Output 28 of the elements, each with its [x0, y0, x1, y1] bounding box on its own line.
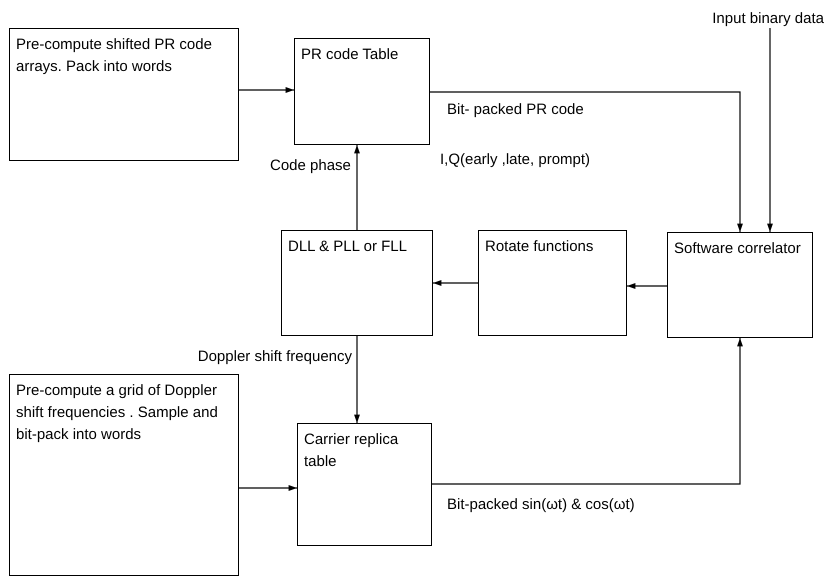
arrow — [239, 485, 297, 491]
arrow — [239, 87, 294, 93]
box-label: Pre-compute shifted PR code arrays. Pack into words — [16, 35, 213, 77]
box-label: Carrier replica table — [304, 430, 400, 472]
arrow — [433, 280, 478, 286]
process-box — [9, 374, 239, 576]
signal-label: I,Q(early ,late, prompt) — [440, 150, 590, 170]
input-label: Input binary data — [711, 9, 824, 29]
box-label: Pre-compute a grid of Doppler shift frequencies . Sample and bit-pack into words — [16, 381, 219, 444]
arrow — [354, 145, 360, 230]
edge-label: Bit-packed sin(ωt) & cos(ωt) — [447, 495, 635, 514]
process-box — [294, 38, 430, 145]
process-box — [478, 230, 627, 336]
box-label: PR code Table — [301, 45, 400, 65]
arrow — [767, 28, 773, 232]
process-box — [281, 230, 433, 336]
arrow — [354, 336, 360, 423]
arrow — [432, 338, 743, 485]
edge-label: Code phase — [270, 156, 350, 176]
process-box — [9, 28, 239, 161]
arrow — [627, 283, 667, 289]
process-box — [667, 232, 813, 338]
box-label: Rotate functions — [485, 237, 594, 257]
arrow — [430, 91, 743, 232]
box-label: Software correlator — [674, 239, 802, 259]
process-box — [297, 423, 432, 546]
edge-label: Bit- packed PR code — [447, 100, 584, 120]
box-label: DLL & PLL or FLL — [288, 237, 408, 257]
